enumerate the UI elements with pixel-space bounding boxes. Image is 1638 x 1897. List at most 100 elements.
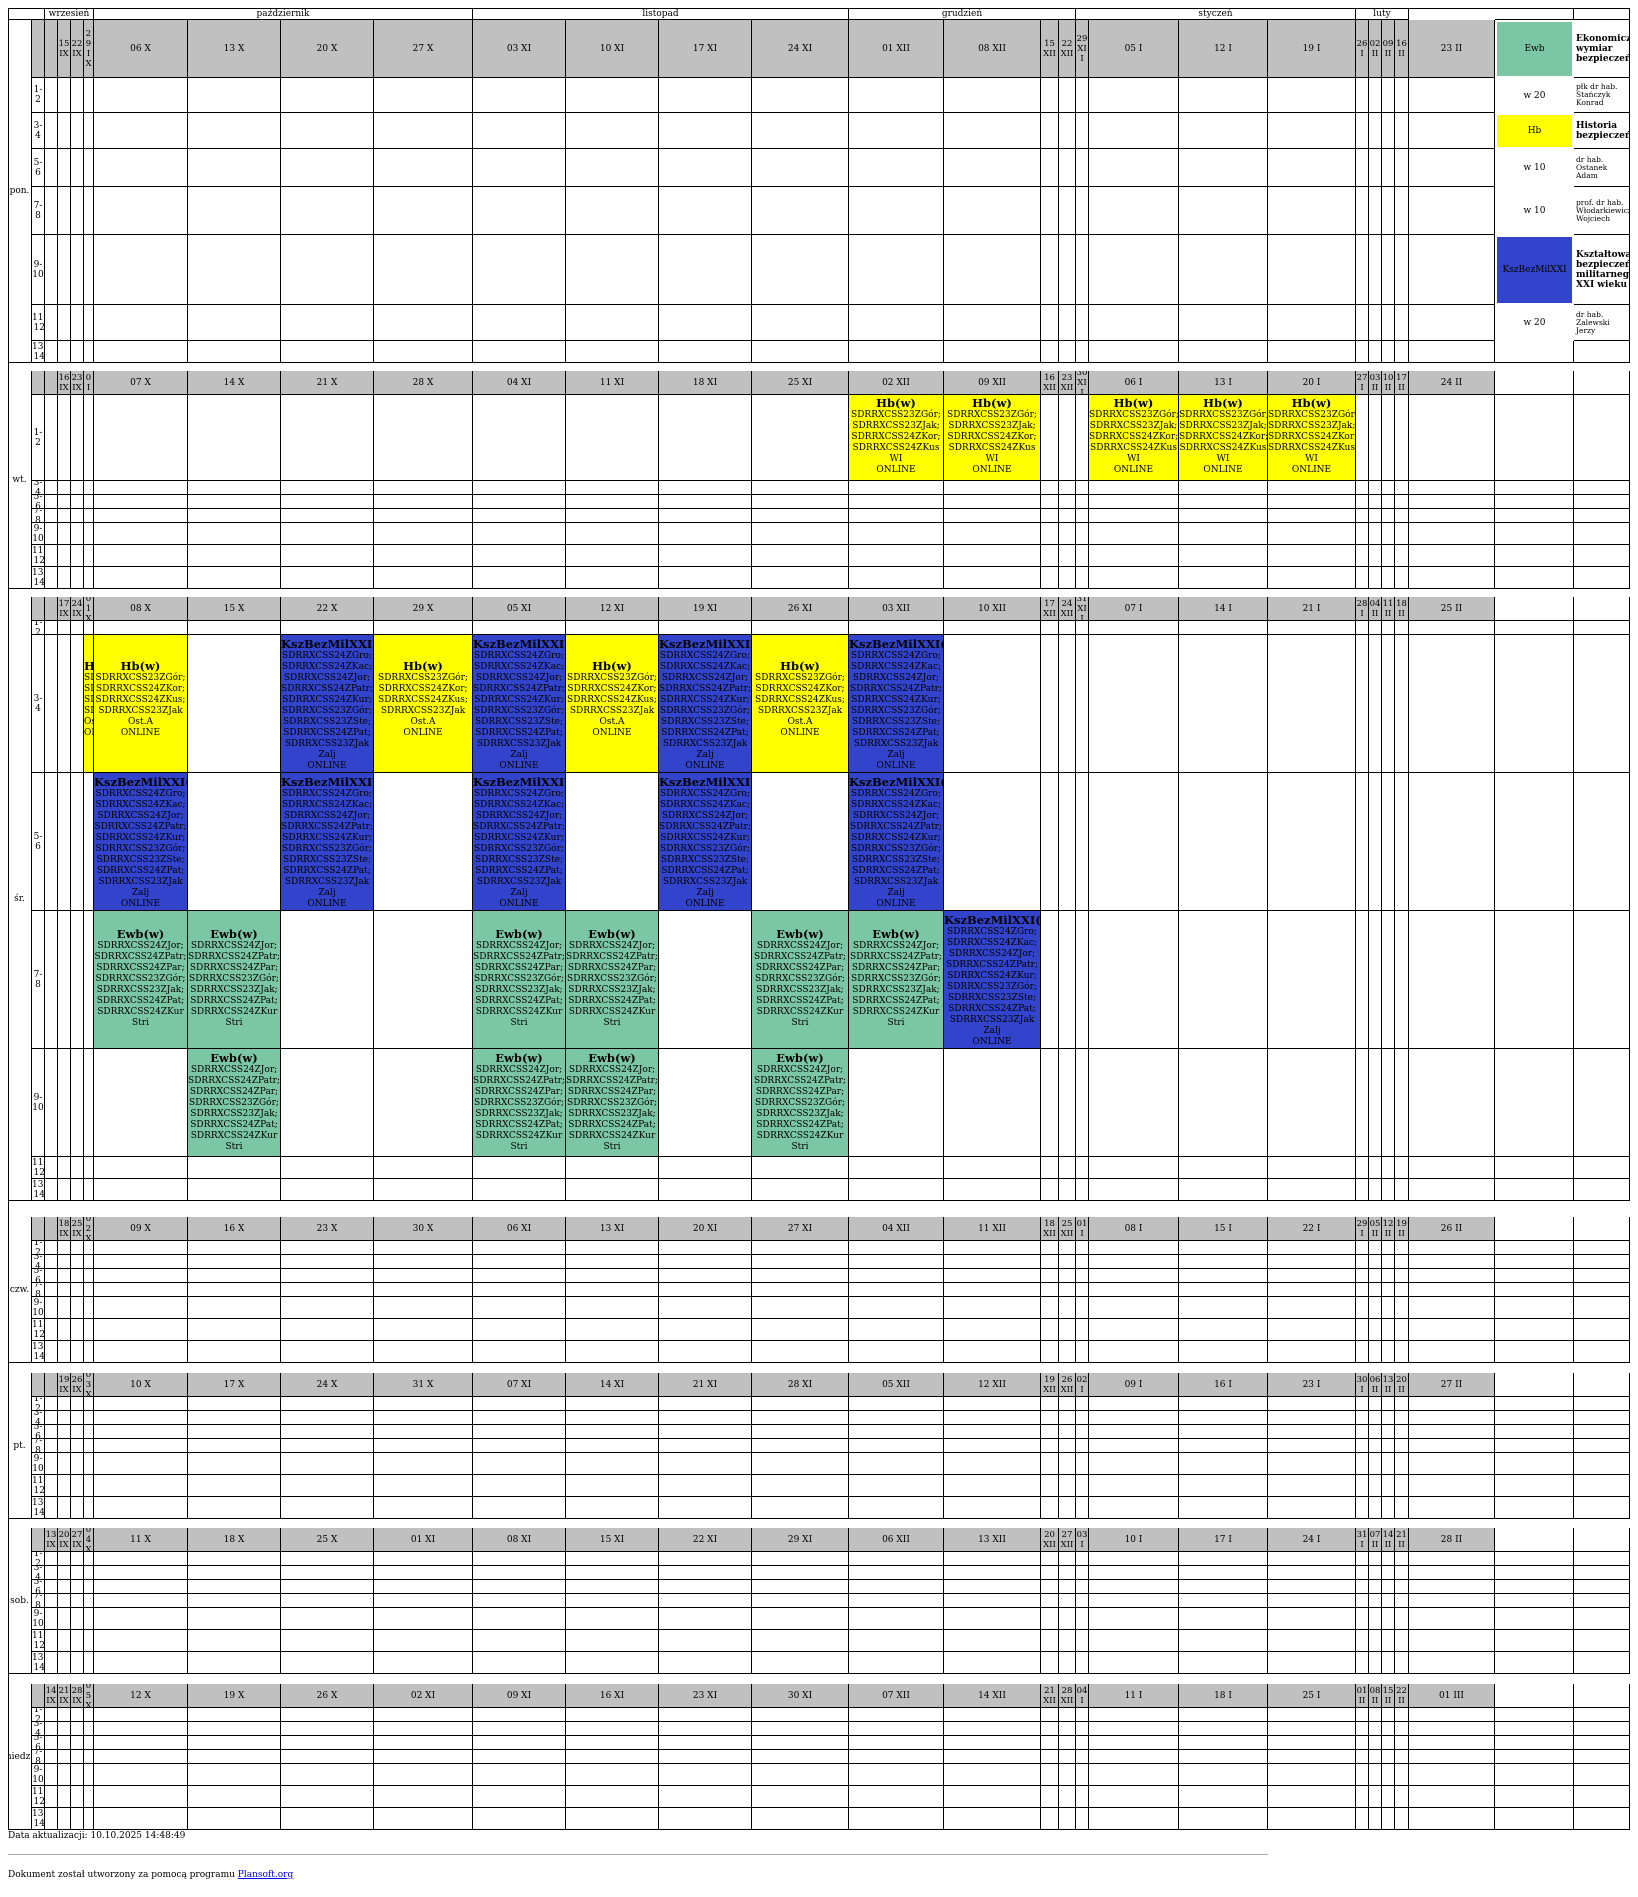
- class-block-hb[interactable]: Hb(w)SDRRXCSS23ZGór;SDRRXCSS23ZJak;SDRRX…: [1178, 394, 1268, 481]
- class-detail: Ost.A: [599, 717, 625, 727]
- class-block-ewb[interactable]: Ewb(w)SDRRXCSS24ZJor;SDRRXCSS24ZPatr;SDR…: [472, 910, 566, 1049]
- class-detail: SDRRXCSS24ZPatr;: [473, 822, 565, 832]
- class-block-ewb[interactable]: Ewb(w)SDRRXCSS24ZJor;SDRRXCSS24ZPatr;SDR…: [565, 1048, 659, 1157]
- class-block-ewb[interactable]: Ewb(w)SDRRXCSS24ZJor;SDRRXCSS24ZPatr;SDR…: [751, 1048, 849, 1157]
- class-block-kszbezmilxxi[interactable]: KszBezMilXXI(w)SDRRXCSS24ZGro;SDRRXCSS24…: [93, 772, 188, 911]
- slot-cell: [1059, 1425, 1076, 1439]
- date-header: 21 IX: [58, 1684, 71, 1708]
- slot-cell: [1059, 1552, 1076, 1566]
- slot-cell: [45, 523, 58, 545]
- class-block-hb[interactable]: Hb(w)SDRRXCSS23ZGór;SDRRXCSS24ZKor;SDRRX…: [751, 634, 849, 773]
- class-block-hb[interactable]: Hb(w)SDRRXCSS23ZGór;SDRRXCSS24ZKor;SDRRX…: [373, 634, 473, 773]
- class-block-ewb[interactable]: Ewb(w)SDRRXCSS24ZJor;SDRRXCSS24ZPatr;SDR…: [472, 1048, 566, 1157]
- class-detail: SDRRXCSS23ZJak: [662, 877, 748, 887]
- slot-cell: [1395, 495, 1409, 509]
- slot-cell: [1059, 1475, 1076, 1497]
- date-header: 17 IX: [58, 597, 71, 621]
- slot-cell: [1395, 113, 1409, 149]
- plansoft-link[interactable]: Plansoft.org: [237, 1870, 294, 1880]
- slot-cell: [1179, 509, 1268, 523]
- legend-empty: [1574, 567, 1630, 589]
- class-block-hb[interactable]: Hb(w)SDRRXCSS23ZGór;SDRRXCSS24ZKor;SDRRX…: [565, 634, 659, 773]
- slot-cell: [45, 1341, 58, 1363]
- slot-cell: [1382, 495, 1395, 509]
- slot-cell: [94, 1764, 188, 1786]
- date-header: 17 II: [1395, 371, 1409, 395]
- slot-cell: [374, 1708, 473, 1722]
- class-detail: SDRRXCSS23ZJak: [476, 877, 562, 887]
- date-header: 26 IX: [71, 1373, 84, 1397]
- legend-empty: [1574, 545, 1630, 567]
- legend-empty: [1495, 1425, 1574, 1439]
- slot-cell: [374, 481, 473, 495]
- slot-cell: [1356, 1594, 1369, 1608]
- class-block-kszbezmilxxi[interactable]: KszBezMilXXI(w)SDRRXCSS24ZGro;SDRRXCSS24…: [848, 772, 944, 911]
- slot-cell: [281, 911, 374, 1049]
- slot-cell: [84, 395, 94, 481]
- date-header: 15 I: [1179, 1217, 1268, 1241]
- slot-cell: [1179, 1269, 1268, 1283]
- date-header: 25 XI: [752, 371, 849, 395]
- class-block-hb[interactable]: Hb(w)SDRRXCSS23ZGór;SDRRXCSS23ZJak;SDRRX…: [943, 394, 1041, 481]
- slot-cell: [58, 1764, 71, 1786]
- legend-empty: [1574, 1453, 1630, 1475]
- slot-cell: [1382, 1736, 1395, 1750]
- legend-name: płk dr hab. Stańczyk Konrad: [1574, 78, 1630, 113]
- class-block-hb[interactable]: Hb(w)SDRRXCSS23ZGór;SDRRXCSS23ZJak;SDRRX…: [1088, 394, 1179, 481]
- class-block-kszbezmilxxi[interactable]: KszBezMilXXI(w)SDRRXCSS24ZGro;SDRRXCSS24…: [472, 772, 566, 911]
- date-header: 19 IX: [58, 1373, 71, 1397]
- date-header: 27 XI: [752, 1217, 849, 1241]
- class-block-ewb[interactable]: Ewb(w)SDRRXCSS24ZJor;SDRRXCSS24ZPatr;SDR…: [187, 1048, 281, 1157]
- legend-empty: [1574, 1750, 1630, 1764]
- class-block-ewb[interactable]: Ewb(w)SDRRXCSS24ZJor;SDRRXCSS24ZPatr;SDR…: [93, 910, 188, 1049]
- class-detail: SDRRXCSS24ZJor;: [756, 941, 844, 951]
- class-block-ewb[interactable]: Ewb(w)SDRRXCSS24ZJor;SDRRXCSS24ZPatr;SDR…: [187, 910, 281, 1049]
- class-block-kszbezmilxxi[interactable]: KszBezMilXXI(w)SDRRXCSS24ZGro;SDRRXCSS24…: [280, 772, 374, 911]
- class-detail: SDRRXCSS24ZJor;: [97, 941, 184, 951]
- slot-cell: [752, 1608, 849, 1630]
- slot-cell: [1089, 545, 1179, 567]
- date-header: 22 II: [1395, 1684, 1409, 1708]
- class-block-kszbezmilxxi[interactable]: KszBezMilXXI(w)SDRRXCSS24ZGro;SDRRXCSS24…: [943, 910, 1041, 1049]
- slot-cell: [374, 1241, 473, 1255]
- slot-cell: [566, 187, 659, 235]
- class-block-kszbezmilxxi[interactable]: KszBezMilXXI(w)SDRRXCSS24ZGro;SDRRXCSS24…: [848, 634, 944, 773]
- slot-cell: [849, 1269, 944, 1283]
- slot-cell: [84, 1341, 94, 1363]
- slot-cell: [1356, 1241, 1369, 1255]
- slot-cell: [1089, 1397, 1179, 1411]
- class-block-hb[interactable]: Hb(w)SDRRXCSS23ZGór;SDRRXCSS24ZKor;SDRRX…: [93, 634, 188, 773]
- date-header: 30 XII: [1076, 371, 1089, 395]
- slot-cell: [1356, 235, 1369, 305]
- class-block-ewb[interactable]: Ewb(w)SDRRXCSS24ZJor;SDRRXCSS24ZPatr;SDR…: [751, 910, 849, 1049]
- date-header: 13 IX: [45, 1528, 58, 1552]
- class-detail: SDRRXCSS24ZKus;: [84, 695, 93, 705]
- class-block-kszbezmilxxi[interactable]: KszBezMilXXI(w)SDRRXCSS24ZGro;SDRRXCSS24…: [472, 634, 566, 773]
- slot-cell: [84, 1608, 94, 1630]
- class-block-hb[interactable]: Hb(w)SDRRXCSS23ZGór;SDRRXCSS23ZJak;SDRRX…: [1267, 394, 1356, 481]
- slot-cell: [1041, 621, 1059, 635]
- slot-cell: [1059, 1397, 1076, 1411]
- slot-cell: [1076, 1425, 1089, 1439]
- class-block-kszbezmilxxi[interactable]: KszBezMilXXI(w)SDRRXCSS24ZGro;SDRRXCSS24…: [658, 634, 752, 773]
- class-block-ewb[interactable]: Ewb(w)SDRRXCSS24ZJor;SDRRXCSS24ZPatr;SDR…: [848, 910, 944, 1049]
- class-detail: SDRRXCSS24ZJor;: [661, 673, 749, 683]
- slot-cell: [1089, 305, 1179, 341]
- slot-cell: [281, 341, 374, 363]
- month-header-blank: [1495, 8, 1574, 20]
- class-block-hb[interactable]: Hb(w)SDRRXCSS23ZGór;SDRRXCSS23ZJak;SDRRX…: [848, 394, 944, 481]
- slot-cell: [84, 305, 94, 341]
- slot-label: 5-6: [32, 149, 45, 187]
- slot-cell: [1041, 395, 1059, 481]
- date-header: 15 II: [1382, 1684, 1395, 1708]
- slot-cell: [94, 187, 188, 235]
- class-block-kszbezmilxxi[interactable]: KszBezMilXXI(w)SDRRXCSS24ZGro;SDRRXCSS24…: [658, 772, 752, 911]
- date-header: 21 XII: [1041, 1684, 1059, 1708]
- class-detail: SDRRXCSS24ZPat;: [756, 996, 844, 1006]
- slot-cell: [1382, 1608, 1395, 1630]
- class-block-ewb[interactable]: Ewb(w)SDRRXCSS24ZJor;SDRRXCSS24ZPatr;SDR…: [565, 910, 659, 1049]
- class-block-kszbezmilxxi[interactable]: KszBezMilXXI(w)SDRRXCSS24ZGro;SDRRXCSS24…: [280, 634, 374, 773]
- slot-cell: [188, 113, 281, 149]
- class-detail: Stri: [791, 1018, 809, 1028]
- slot-label: 5-6: [32, 1736, 45, 1750]
